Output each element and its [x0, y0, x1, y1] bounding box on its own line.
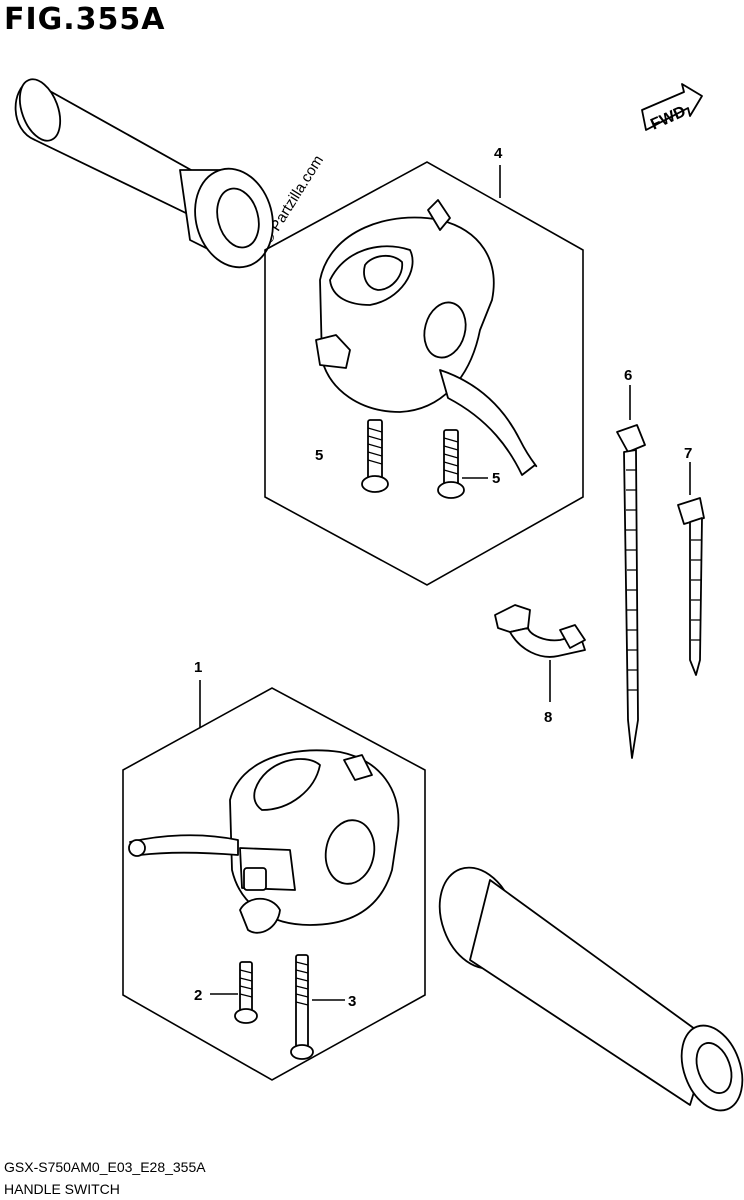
callout-7: 7: [684, 445, 692, 462]
figure-title: FIG.355A: [4, 2, 166, 37]
fwd-arrow-icon: FWD: [641, 83, 703, 134]
callout-5a: 5: [315, 447, 323, 464]
left-grip: [14, 78, 274, 269]
right-grip: [438, 866, 744, 1112]
screw-2: [234, 961, 258, 1024]
callout-4: 4: [494, 145, 503, 162]
screw-5-right: [437, 429, 465, 499]
cable-tie-6: [616, 424, 646, 759]
right-handle-switch: [315, 199, 538, 476]
callout-6: 6: [624, 367, 632, 384]
callout-5b: 5: [492, 470, 500, 487]
diagram-code: GSX-S750AM0_E03_E28_355A: [4, 1159, 206, 1175]
cable-clamp-7: [677, 497, 705, 676]
callout-1: 1: [194, 659, 202, 676]
callout-3: 3: [348, 993, 356, 1010]
callout-8: 8: [544, 709, 552, 726]
left-handle-switch: [128, 749, 400, 934]
screw-5-left: [361, 419, 389, 493]
diagram-name: HANDLE SWITCH: [4, 1181, 120, 1197]
screw-3: [290, 954, 314, 1060]
assembly-frame-4: [264, 161, 584, 586]
assembly-frame-1: [122, 687, 426, 1081]
callout-2: 2: [194, 987, 202, 1004]
clip-8: [494, 604, 586, 658]
